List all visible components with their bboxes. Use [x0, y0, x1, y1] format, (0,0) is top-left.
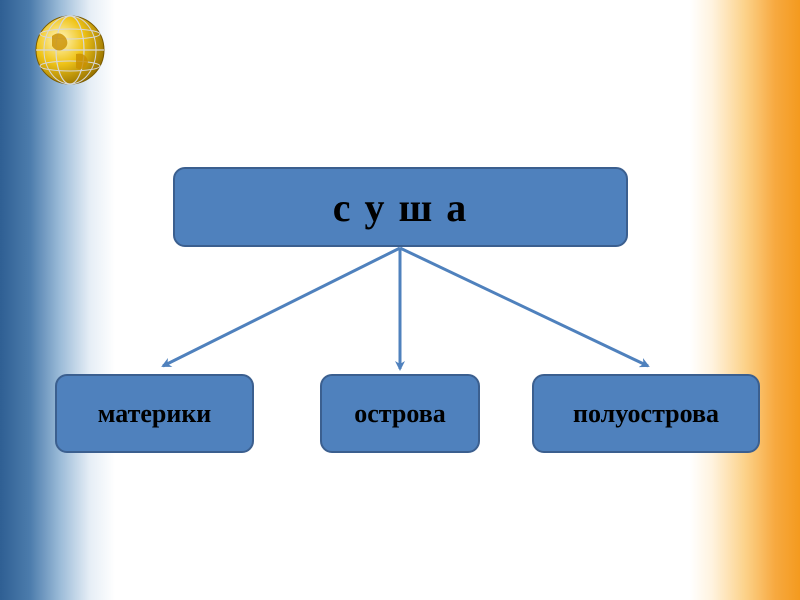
- arrow-to-peninsulas: [400, 248, 648, 366]
- child-node-peninsulas: полуострова: [532, 374, 760, 453]
- child-node-continents: материки: [55, 374, 254, 453]
- child-node-islands: острова: [320, 374, 480, 453]
- arrow-to-continents: [163, 248, 400, 366]
- root-node-land: с у ш а: [173, 167, 628, 247]
